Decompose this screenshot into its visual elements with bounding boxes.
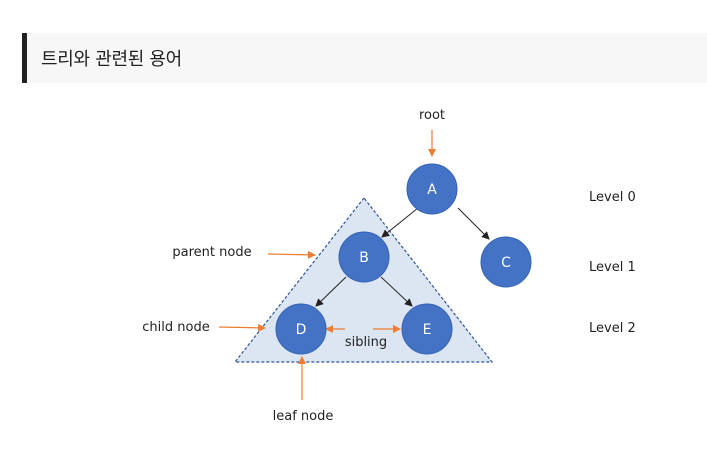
node-c-label: C bbox=[501, 255, 511, 271]
sibling-label: sibling bbox=[345, 335, 387, 350]
node-b-label: B bbox=[359, 250, 369, 266]
node-d: D bbox=[275, 303, 327, 355]
level-2-label: Level 2 bbox=[589, 321, 636, 336]
node-b: B bbox=[338, 231, 390, 283]
section-header: 트리와 관련된 용어 bbox=[22, 33, 707, 83]
parent-node-arrow bbox=[267, 250, 316, 259]
node-e-label: E bbox=[423, 322, 432, 338]
edge-b-e bbox=[380, 276, 413, 307]
node-a-label: A bbox=[427, 182, 437, 198]
node-e: E bbox=[401, 303, 453, 355]
edge-a-b bbox=[381, 207, 419, 238]
section-title: 트리와 관련된 용어 bbox=[41, 49, 182, 70]
node-d-label: D bbox=[296, 322, 307, 338]
child-node-arrow bbox=[218, 323, 266, 332]
level-1-label: Level 1 bbox=[589, 260, 636, 275]
root-label: root bbox=[419, 108, 445, 123]
leaf-node-label: leaf node bbox=[273, 409, 334, 424]
node-c: C bbox=[480, 236, 532, 288]
parent-node-label: parent node bbox=[172, 245, 251, 260]
child-node-label: child node bbox=[142, 320, 209, 335]
edge-b-d bbox=[315, 276, 347, 307]
level-0-label: Level 0 bbox=[589, 190, 636, 205]
edge-a-c bbox=[457, 207, 490, 240]
node-a: A bbox=[406, 163, 458, 215]
